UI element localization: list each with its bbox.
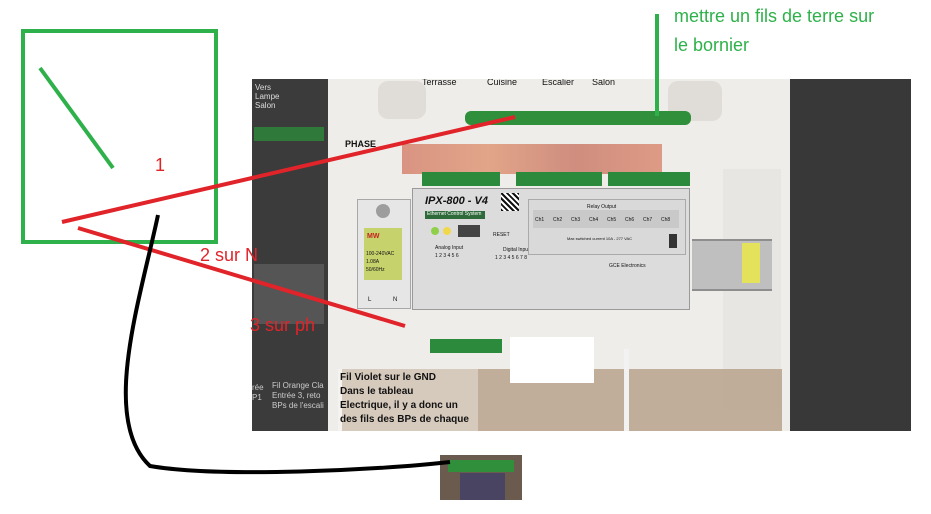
electrical-panel-photo: Vers Lampe Salon rée P1 Fil Orange Cla E…: [252, 79, 911, 431]
left-module: [254, 264, 324, 324]
terminal-block-bottom-1: [430, 339, 502, 353]
psu-l: L: [368, 297, 372, 303]
device-name: IPX-800 - V4: [425, 195, 488, 207]
digital-numbers: 1 2 3 4 5 6 7 8: [495, 255, 527, 261]
psu-line3: 50/60Hz: [366, 267, 385, 273]
ethernet-cable: [624, 349, 629, 431]
din-rail-stop: [742, 243, 760, 283]
photo-note-line1: Fil Violet sur le GND: [340, 372, 436, 383]
relay-ch6: Ch6: [625, 217, 635, 223]
photo-right-dark-area: [790, 79, 911, 431]
relay-ch8: Ch8: [661, 217, 671, 223]
switch-lever-line: [38, 66, 115, 170]
relay-channel-row: Ch1 Ch2 Ch3 Ch4 Ch5 Ch6 Ch7 Ch8: [533, 210, 679, 228]
panel-boss-left: [378, 81, 426, 119]
relay-current-label: Max switched current 10A - 277 VAC: [567, 236, 633, 241]
photo-note-line3: Electrique, il y a donc un: [340, 400, 458, 411]
label-cuisine: Cuisine: [487, 79, 518, 87]
label-3: 3 sur ph: [250, 315, 316, 335]
status-led-icon: [431, 227, 439, 235]
switch-icon: [669, 234, 677, 248]
left-label-vers: Vers: [255, 83, 272, 92]
closeup-terminal-strip: [448, 460, 514, 472]
blanked-area: [510, 337, 594, 383]
label-salon: Salon: [592, 79, 616, 87]
psu-n: N: [393, 297, 398, 303]
relay-output-label: Relay Output: [587, 204, 617, 210]
psu-brand: MW: [367, 233, 380, 240]
relay-ch4: Ch4: [589, 217, 599, 223]
earth-note-line2: le bornier: [674, 35, 750, 55]
wire-bundle-top: [402, 144, 662, 174]
left-note-line1: Fil Orange Cla: [272, 381, 324, 390]
psu-knob-icon: [376, 204, 390, 218]
relay-output-panel: Relay Output Ch1 Ch2 Ch3 Ch4 Ch5 Ch6 Ch7…: [528, 199, 686, 255]
label-phase: PHASE: [345, 139, 377, 149]
relay-ch7: Ch7: [643, 217, 653, 223]
photo-note-line2: Dans le tableau: [340, 386, 414, 397]
terminal-block-top-1: [422, 172, 500, 186]
left-note-line2: Entrée 3, reto: [272, 391, 321, 400]
left-label-lampe: Lampe: [255, 92, 280, 101]
left-terminal-strip: [254, 127, 324, 141]
earth-note-line1: mettre un fils de terre sur: [674, 6, 875, 26]
reset-label: RESET: [493, 232, 510, 238]
analog-numbers: 1 2 3 4 5 6: [435, 253, 459, 259]
psu-label: MW 100-240VAC 1.08A 50/60Hz: [364, 228, 402, 280]
device-subtitle-bar: Ethernet Control System: [425, 211, 485, 219]
power-supply: MW 100-240VAC 1.08A 50/60Hz L N: [357, 199, 411, 309]
label-2: 2 sur N: [200, 245, 259, 265]
photo-left-dark-area: Vers Lampe Salon rée P1 Fil Orange Cla E…: [252, 79, 328, 431]
closeup-wires: [460, 473, 505, 500]
digital-input-label: Digital Input: [503, 247, 530, 253]
psu-line2: 1.08A: [366, 259, 380, 265]
analog-input-label: Analog Input: [435, 245, 464, 251]
relay-ch2: Ch2: [553, 217, 563, 223]
psu-line1: 100-240VAC: [366, 251, 395, 257]
left-label-salon: Salon: [255, 101, 276, 110]
qr-code-icon: [501, 193, 519, 211]
black-wire-line: [123, 214, 451, 475]
terminal-closeup-photo: [440, 455, 522, 500]
relay-ch5: Ch5: [607, 217, 617, 223]
earth-terminal-strip: [465, 111, 691, 125]
status-led-2-icon: [443, 227, 451, 235]
red-line-1: [61, 115, 516, 224]
red-line-3: [77, 226, 406, 328]
relay-ch1: Ch1: [535, 217, 545, 223]
brand-label: GCE Electronics: [609, 263, 646, 269]
photo-note-box: Fil Violet sur le GND Dans le tableau El…: [338, 369, 478, 431]
device-subtitle: Ethernet Control System: [427, 211, 482, 217]
terminal-block-top-3: [608, 172, 690, 186]
label-escalier: Escalier: [542, 79, 575, 87]
left-note-line3: BPs de l'escali: [272, 401, 324, 410]
relay-ch3: Ch3: [571, 217, 581, 223]
photo-note-line4: des fils des BPs de chaque: [340, 414, 469, 425]
ethernet-port-icon: [458, 225, 480, 237]
left-note-prefix-1: rée: [252, 383, 264, 392]
terminal-block-top-2: [516, 172, 602, 186]
label-1: 1: [155, 155, 166, 175]
label-terrasse: Terrasse: [422, 79, 457, 87]
left-note-prefix-2: P1: [252, 393, 262, 402]
ipx800-module: IPX-800 - V4 Ethernet Control System Ana…: [412, 188, 690, 310]
